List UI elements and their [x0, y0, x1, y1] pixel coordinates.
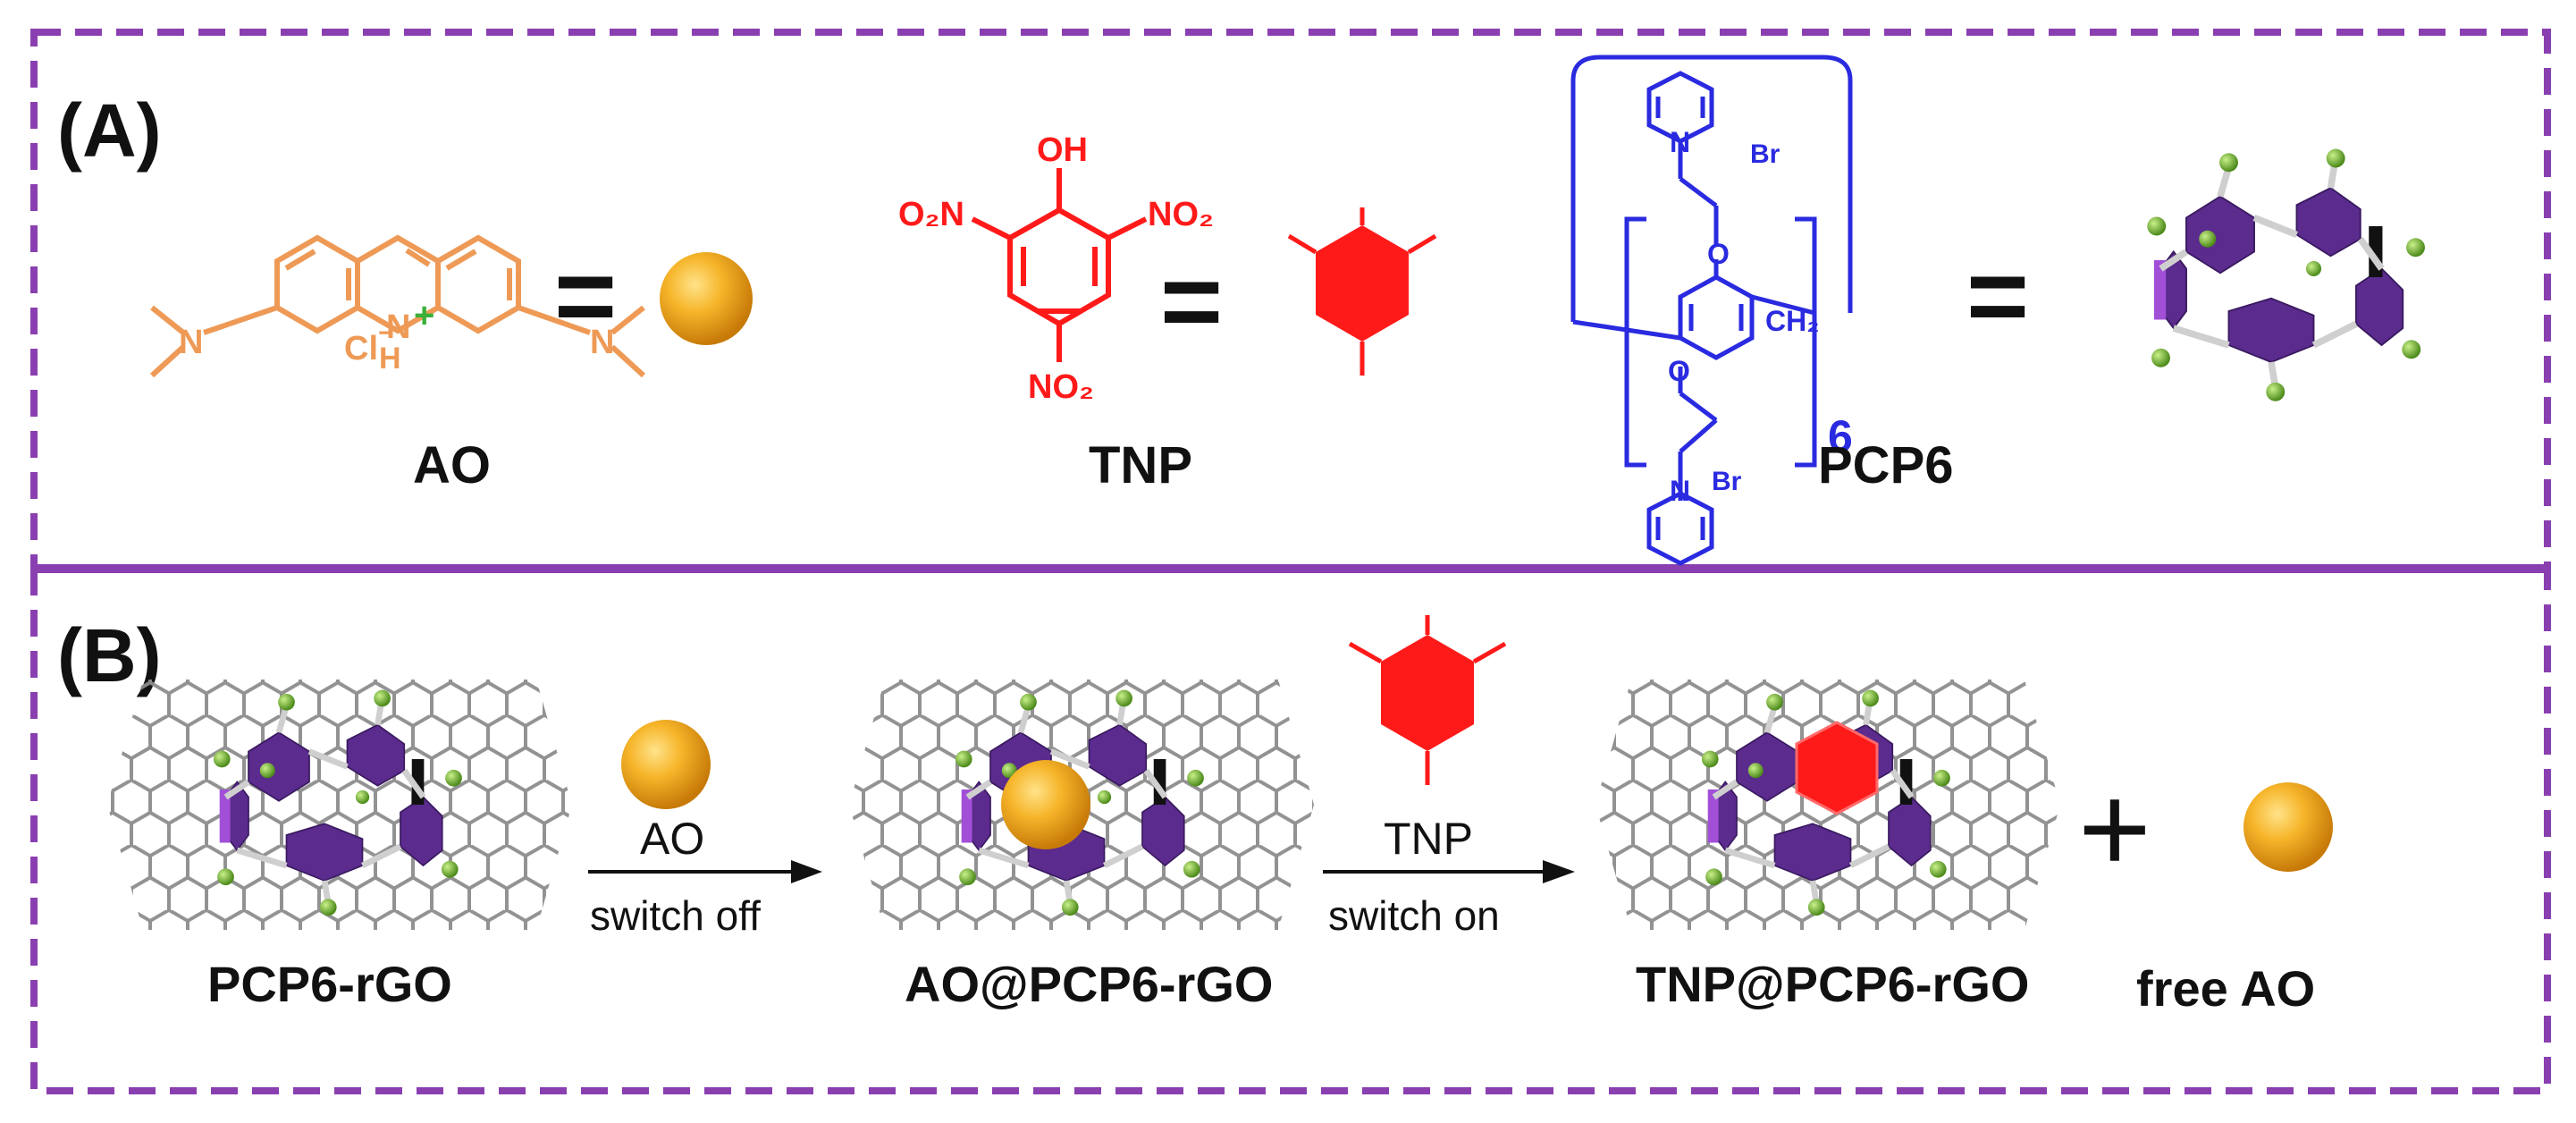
pcp6-br-bottom: Br	[1712, 467, 1742, 496]
ao-sphere-icon	[660, 252, 753, 345]
tnp-equals: =	[1160, 241, 1223, 361]
tnp-no2-left: O₂N	[898, 196, 964, 233]
ao-n-left: N	[179, 324, 203, 361]
pcp6-subscript: 6	[1828, 411, 1853, 461]
pcp6-name: PCP6	[1818, 436, 1954, 494]
arrow2-reagent: TNP	[1384, 814, 1473, 864]
arrow2-action: switch on	[1328, 892, 1500, 939]
panel-b-frame	[30, 565, 2551, 1094]
ao-cl-charge: −	[378, 318, 394, 348]
ao-name: AO	[413, 436, 491, 494]
free-ao-sphere-icon	[2243, 782, 2333, 872]
pcp6-o-top: O	[1707, 238, 1730, 270]
arrow1-action: switch off	[590, 892, 761, 939]
panel-a-tag: (A)	[57, 89, 162, 173]
pcp6-n-top: N	[1670, 126, 1690, 158]
pcp6-rgo-graphic	[107, 680, 572, 930]
ao-n-ring-h: H	[379, 342, 401, 376]
ao-n-ring-charge: +	[414, 296, 434, 335]
pcp6-rgo-label: PCP6-rGO	[207, 956, 452, 1012]
tnp-oh: OH	[1037, 131, 1088, 169]
tnp-no2-right: NO₂	[1148, 196, 1214, 233]
tnp-pcp6-rgo-graphic	[1595, 680, 2060, 930]
ao-sphere-reagent-icon	[621, 720, 711, 809]
ao-pcp6-rgo-label: AO@PCP6-rGO	[905, 956, 1273, 1012]
tnp-pcp6-rgo-label: TNP@PCP6-rGO	[1636, 956, 2029, 1012]
pcp6-capsule-icon	[2147, 149, 2425, 401]
plus-sign: +	[2078, 758, 2151, 899]
arrow-switch-on	[1323, 615, 1575, 883]
tnp-no2-bottom: NO₂	[1028, 368, 1094, 406]
arrow1-reagent: AO	[640, 814, 704, 864]
tnp-hexagon-reagent-icon	[1348, 615, 1507, 785]
pcp6-br-top: Br	[1750, 139, 1780, 169]
pcp6-n-bottom: N	[1670, 475, 1690, 507]
tnp-name: TNP	[1089, 436, 1192, 494]
ao-cl: Cl	[344, 330, 378, 367]
pcp6-o-bottom: O	[1668, 355, 1690, 387]
tnp-structure	[971, 168, 1148, 362]
pcp6-equals: =	[1966, 236, 2029, 356]
ao-pcp6-rgo-graphic	[849, 680, 1314, 930]
pcp6-structure	[1570, 55, 1853, 566]
ao-n-right: N	[590, 324, 614, 361]
pcp6-ch2: CH₂	[1765, 305, 1819, 337]
ao-structure	[149, 234, 646, 378]
tnp-hexagon-icon	[1287, 207, 1437, 376]
ao-equals: =	[554, 236, 617, 356]
ao-n-ring: N	[386, 308, 410, 346]
panel-a-frame	[30, 29, 2551, 572]
free-ao-label: free AO	[2136, 960, 2315, 1017]
arrow-switch-off	[588, 720, 822, 883]
